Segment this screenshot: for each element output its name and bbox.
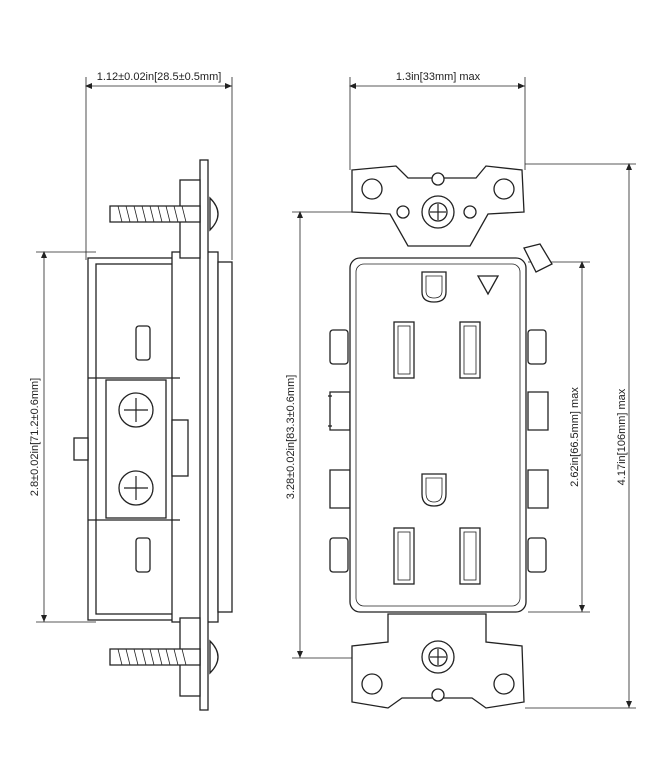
top-strap-ear xyxy=(351,165,525,247)
front-body-height-dimension: 3.28±0.02in[83.3±0.6mm] xyxy=(285,211,420,659)
front-body-height-label: 3.28±0.02in[83.3±0.6mm] xyxy=(285,375,297,500)
side-terminal-screw-top-icon xyxy=(118,392,154,428)
bottom-mounting-screw-icon xyxy=(109,639,219,675)
front-width-dimension: 1.3in[33mm] max xyxy=(349,71,526,170)
top-hot-slot xyxy=(459,321,481,379)
top-mounting-screw-icon xyxy=(109,196,219,232)
bottom-neutral-slot xyxy=(393,527,415,585)
side-depth-dimension: 1.12±0.02in[28.5±0.5mm] xyxy=(85,71,233,260)
front-width-label: 1.3in[33mm] max xyxy=(396,71,481,83)
bottom-strap-ear xyxy=(351,613,525,709)
top-mounting-screw-front-icon xyxy=(421,195,455,229)
side-depth-label: 1.12±0.02in[28.5±0.5mm] xyxy=(97,71,222,83)
side-height-label: 2.8±0.02in[71.2±0.6mm] xyxy=(29,378,41,496)
side-height-dimension: 2.8±0.02in[71.2±0.6mm] xyxy=(29,251,96,623)
mounting-strap xyxy=(199,159,209,711)
front-total-height-label: 4.17in[106mm] max xyxy=(616,388,628,485)
front-face-height-dimension: 2.62in[66.5mm] max xyxy=(528,261,590,613)
side-terminal-screw-bottom-icon xyxy=(118,470,154,506)
bottom-mounting-screw-front-icon xyxy=(421,640,455,674)
triangle-indicator-icon xyxy=(476,275,500,296)
front-side-terminals xyxy=(328,243,553,573)
front-view: 1.3in[33mm] max 3.28±0.02in[83.3±0.6mm] … xyxy=(285,71,636,709)
bottom-ground-slot-icon xyxy=(421,473,447,507)
side-view: 1.12±0.02in[28.5±0.5mm] 2.8±0.02in[71.2±… xyxy=(29,71,233,711)
bottom-hot-slot xyxy=(459,527,481,585)
receptacle-face xyxy=(349,257,527,613)
top-ground-slot-icon xyxy=(421,271,447,303)
front-total-height-dimension: 4.17in[106mm] max xyxy=(525,163,636,709)
top-neutral-slot xyxy=(393,321,415,379)
front-face-height-label: 2.62in[66.5mm] max xyxy=(569,387,581,487)
